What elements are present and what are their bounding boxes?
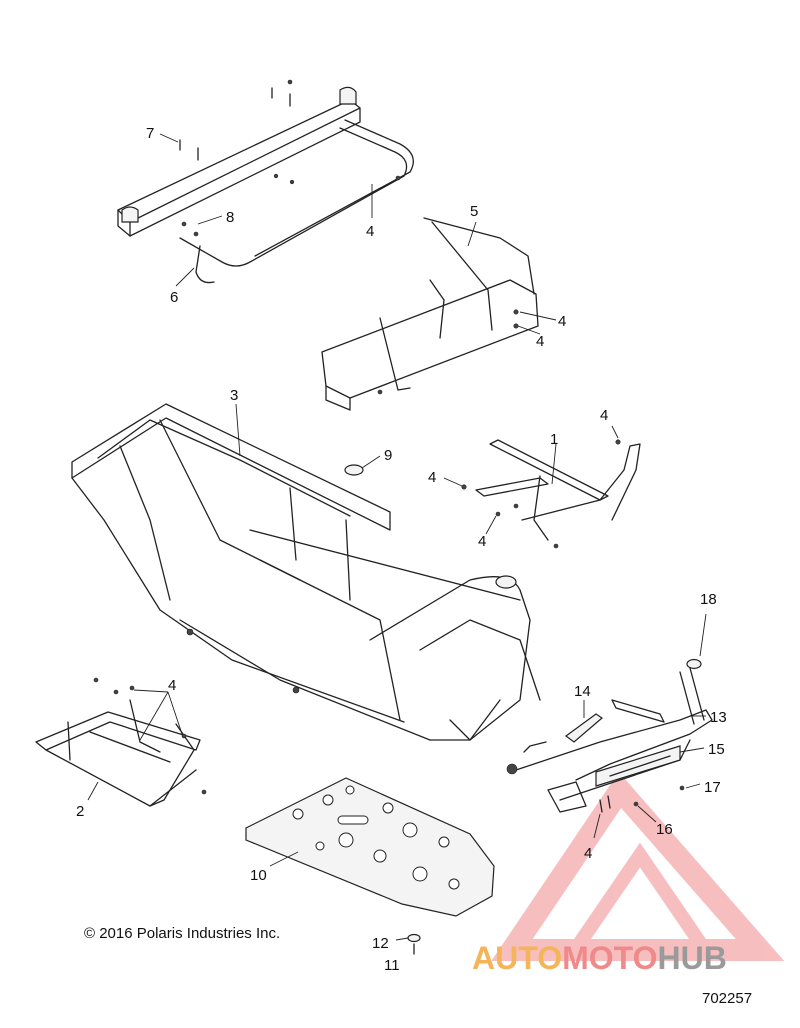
part-6-cargo-frame xyxy=(117,79,414,284)
callout-6: 6 xyxy=(170,289,178,306)
callout-labels: 7 8 6 4 5 4 4 3 9 1 4 4 4 4 2 10 12 11 1… xyxy=(76,125,727,974)
part-1-mount-bracket xyxy=(461,439,641,549)
callout-12: 12 xyxy=(372,935,389,952)
part-11-12-fastener xyxy=(407,933,421,955)
part-15-grille xyxy=(595,745,681,787)
callout-4: 4 xyxy=(584,845,592,862)
callout-15: 15 xyxy=(708,741,725,758)
callout-2: 2 xyxy=(76,803,84,820)
part-13-front-bumper xyxy=(515,667,713,813)
callout-4: 4 xyxy=(366,223,374,240)
callout-11: 11 xyxy=(384,957,400,974)
watermark-logo xyxy=(491,772,785,961)
part-16-17-fasteners xyxy=(506,763,685,813)
watermark-moto: MOTO xyxy=(562,940,658,976)
callout-7: 7 xyxy=(146,125,154,142)
leader-lines xyxy=(87,133,707,941)
part-3-main-frame xyxy=(71,403,541,741)
callout-17: 17 xyxy=(704,779,721,796)
part-10-skid-plate xyxy=(245,777,495,917)
callout-14: 14 xyxy=(574,683,591,700)
watermark-hub: HUB xyxy=(657,940,727,976)
callout-4: 4 xyxy=(536,333,544,350)
copyright-notice: © 2016 Polaris Industries Inc. xyxy=(84,925,281,942)
watermark-brand: AUTOMOTOHUB xyxy=(472,940,727,977)
part-2-skid-frame xyxy=(35,677,207,807)
callout-10: 10 xyxy=(250,867,267,884)
part-5-rear-crossmember xyxy=(321,217,539,411)
callout-3: 3 xyxy=(230,387,238,404)
callout-9: 9 xyxy=(384,447,392,464)
callout-4: 4 xyxy=(428,469,436,486)
watermark-auto: AUTO xyxy=(472,940,563,976)
callout-8: 8 xyxy=(226,209,234,226)
callout-4: 4 xyxy=(168,677,176,694)
part-18-cap xyxy=(686,658,702,670)
callout-16: 16 xyxy=(656,821,673,838)
callout-4: 4 xyxy=(478,533,486,550)
callout-4: 4 xyxy=(558,313,566,330)
callout-13: 13 xyxy=(710,709,727,726)
drawing-number: 702257 xyxy=(702,990,753,1007)
callout-4: 4 xyxy=(600,407,608,424)
callout-5: 5 xyxy=(470,203,478,220)
callout-18: 18 xyxy=(700,591,717,608)
part-14-bracket xyxy=(564,713,603,743)
part-9-grommet xyxy=(344,464,364,476)
callout-1: 1 xyxy=(550,431,558,448)
